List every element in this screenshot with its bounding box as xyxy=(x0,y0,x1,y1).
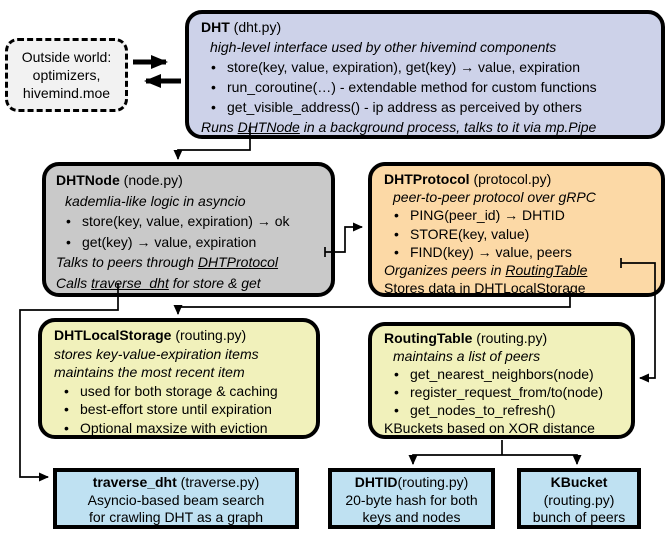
dhtnode-footer2-post: for store & get xyxy=(168,274,261,291)
kbucket-line: bunch of peers xyxy=(532,509,626,525)
dhtnode-footer-2: Calls traverse_dht for store & get xyxy=(56,273,325,294)
dhtnode-bullet: get(key) → value, expiration xyxy=(56,232,325,253)
dhtnode-footer1-pre: Talks to peers through xyxy=(56,254,198,270)
kbucket-file-name: (routing.py) xyxy=(543,491,615,508)
dhtlocalstorage-subtitle: maintains the most recent item xyxy=(54,364,245,381)
dhtnode-title: DHTNode (node.py) xyxy=(56,170,325,191)
dhtprotocol-class-name: DHTProtocol xyxy=(384,171,470,187)
dhtid-line: 20-byte hash for both xyxy=(345,491,478,508)
routingtable-bullet: register_request_from/to(node) xyxy=(384,383,627,401)
kbucket-class-name: KBucket xyxy=(550,474,608,490)
dhtprotocol-file-name: (protocol.py) xyxy=(469,171,552,187)
kbucket-title: KBucket xyxy=(521,474,637,492)
dht-subtitle: high-level interface used by other hivem… xyxy=(210,39,557,55)
dhtprotocol-box: DHTProtocol (protocol.py) peer-to-peer p… xyxy=(368,162,665,297)
dht-footer-pre: Runs xyxy=(201,119,238,135)
dhtlocalstorage-class-name: DHTLocalStorage xyxy=(54,327,172,343)
dht-class-name: DHT xyxy=(201,19,230,35)
routingtable-to-dhtid-arrow xyxy=(408,454,502,465)
routingtable-bullet: get_nodes_to_refresh() xyxy=(384,401,627,419)
dht-bullet: run_coroutine(…) - extendable method for… xyxy=(201,77,653,97)
outside-dht-arrows xyxy=(133,55,181,88)
dht-title: DHT (dht.py) xyxy=(201,17,653,37)
dhtprotocol-footer1-pre: Organizes peers in xyxy=(384,262,506,279)
dhtlocalstorage-bullet: used for both storage & caching xyxy=(54,382,310,401)
traverse-dht-title: traverse_dht (traverse.py) xyxy=(57,474,295,492)
dhtprotocol-footer-1: Organizes peers in RoutingTable xyxy=(384,261,655,279)
dht-bullet: get_visible_address() - ip address as pe… xyxy=(201,97,653,117)
dhtlocalstorage-bullet: Optional maxsize with eviction xyxy=(54,419,310,438)
dhtprotocol-bullet: PING(peer_id) → DHTID xyxy=(384,206,655,224)
dhtprotocol-footer2-pre: Stores data in DHT xyxy=(384,280,504,297)
dht-footer-post: in a background process, talks to it via… xyxy=(299,119,597,135)
dhtid-line: keys and nodes xyxy=(362,509,461,525)
dht-bullet: store(key, value, expiration), get(key) … xyxy=(201,57,653,77)
dhtprotocol-title: DHTProtocol (protocol.py) xyxy=(384,170,655,188)
dhtnode-box: DHTNode (node.py) kademlia-like logic in… xyxy=(42,162,335,297)
dhtlocalstorage-subtitle: stores key-value-expiration items xyxy=(54,345,259,362)
dhtid-file-name: (routing.py) xyxy=(397,474,469,490)
dhtprotocol-bullet: STORE(key, value) xyxy=(384,225,655,243)
dht-file-name: (dht.py) xyxy=(229,19,282,35)
routingtable-box: RoutingTable (routing.py) maintains a li… xyxy=(368,322,635,439)
localstorage-link: LocalStorage xyxy=(503,280,586,297)
routingtable-subtitle: maintains a list of peers xyxy=(393,348,541,364)
traverse-dht-func-name: traverse_dht xyxy=(92,474,177,490)
routingtable-file-name: (routing.py) xyxy=(472,330,548,346)
dhtnode-bullet: store(key, value, expiration) → ok xyxy=(56,211,325,232)
dhtlocalstorage-box: DHTLocalStorage (routing.py) stores key-… xyxy=(38,318,320,439)
outside-world-line: hivemind.moe xyxy=(22,85,111,101)
traverse-dht-file-name: (traverse.py) xyxy=(176,474,260,490)
routingtable-class-name: RoutingTable xyxy=(384,330,473,346)
dhtid-title: DHTID(routing.py) xyxy=(332,474,491,492)
dhtnode-footer-1: Talks to peers through DHTProtocol xyxy=(56,252,325,273)
dhtid-box: DHTID(routing.py) 20-byte hash for both … xyxy=(328,468,495,529)
dhtnode-file-name: (node.py) xyxy=(119,172,183,188)
dhtnode-footer2-pre: Calls xyxy=(56,274,92,291)
dhtnode-link: DHTNode xyxy=(237,119,300,135)
dhtid-class-name: DHTID xyxy=(354,474,398,490)
outside-world-line: optimizers, xyxy=(32,67,101,83)
dhtprotocol-footer-2: Stores data in DHTLocalStorage xyxy=(384,279,655,297)
outside-world-line: Outside world: xyxy=(21,49,112,65)
kbucket-box: KBucket (routing.py) bunch of peers xyxy=(517,468,641,529)
routingtable-footer: KBuckets based on XOR distance xyxy=(384,420,595,436)
dhtprotocol-subtitle: peer-to-peer protocol over gRPC xyxy=(393,189,596,206)
traverse-dht-link: traverse_dht xyxy=(91,274,169,291)
traverse-dht-line: for crawling DHT as a graph xyxy=(88,509,264,525)
dhtprotocol-bullet: FIND(key) → value, peers xyxy=(384,243,655,261)
traverse-dht-box: traverse_dht (traverse.py) Asyncio-based… xyxy=(53,468,299,529)
routingtable-link: RoutingTable xyxy=(505,262,588,279)
dhtlocalstorage-file-name: (routing.py) xyxy=(171,327,247,343)
dhtprotocol-link: DHTProtocol xyxy=(197,254,279,270)
routingtable-bullet: get_nearest_neighbors(node) xyxy=(384,365,627,383)
dhtnode-class-name: DHTNode xyxy=(56,172,120,188)
dhtlocalstorage-title: DHTLocalStorage (routing.py) xyxy=(54,326,310,345)
routingtable-title: RoutingTable (routing.py) xyxy=(384,329,627,347)
dhtnode-subtitle: kademlia-like logic in asyncio xyxy=(65,192,246,209)
outside-world-box: Outside world: optimizers, hivemind.moe xyxy=(5,38,128,112)
dht-footer: Runs DHTNode in a background process, ta… xyxy=(201,117,653,137)
dhtlocalstorage-bullet: best-effort store until expiration xyxy=(54,400,310,419)
routingtable-to-kbucket-arrow xyxy=(502,454,582,465)
dht-box: DHT (dht.py) high-level interface used b… xyxy=(185,10,665,139)
traverse-dht-line: Asyncio-based beam search xyxy=(87,491,265,508)
